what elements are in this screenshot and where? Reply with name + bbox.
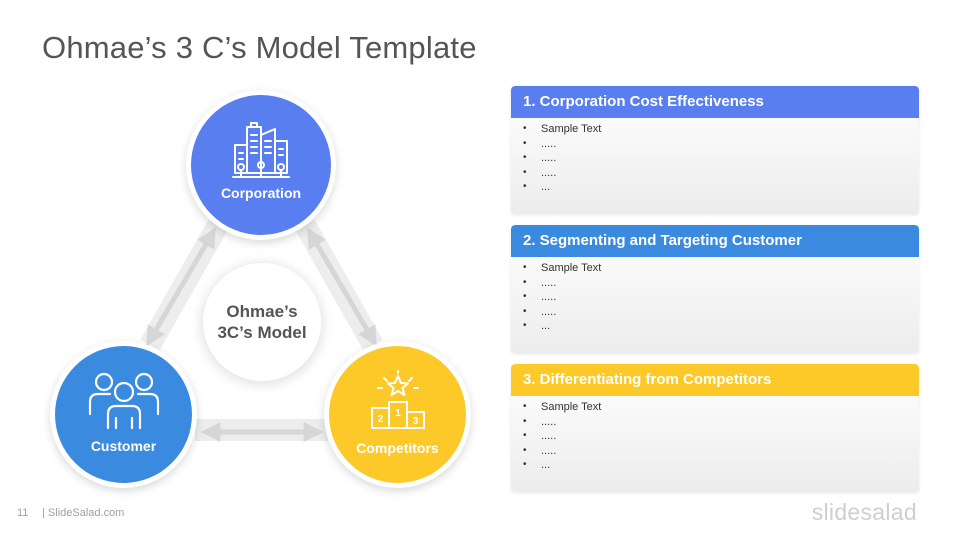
panel-heading: 3. Differentiating from Competitors bbox=[511, 364, 919, 396]
people-group-icon bbox=[88, 372, 159, 430]
buildings-icon bbox=[232, 122, 290, 178]
bullet-item: ... bbox=[523, 180, 919, 195]
node-label: Customer bbox=[90, 438, 157, 454]
panel-bullets: Sample Text ..... ..... ..... ... bbox=[511, 261, 919, 334]
bullet-item: ..... bbox=[523, 444, 919, 459]
panel-heading: 2. Segmenting and Targeting Customer bbox=[511, 225, 919, 257]
bullet-item: ..... bbox=[523, 166, 919, 181]
bullet-item: ..... bbox=[523, 290, 919, 305]
arrow-corporation-customer bbox=[146, 227, 216, 347]
bullet-item: ..... bbox=[523, 137, 919, 152]
bullet-item: ... bbox=[523, 319, 919, 334]
bullet-item: ..... bbox=[523, 429, 919, 444]
svg-text:2: 2 bbox=[377, 414, 383, 425]
center-label: Ohmae’s 3C’s Model bbox=[217, 302, 307, 342]
panel-customer: 2. Segmenting and Targeting Customer Sam… bbox=[511, 225, 919, 353]
footer-site-link[interactable]: | SlideSalad.com bbox=[42, 507, 125, 519]
svg-text:3: 3 bbox=[412, 416, 418, 427]
page-number: 11 bbox=[17, 507, 29, 519]
panel-heading: 1. Corporation Cost Effectiveness bbox=[511, 86, 919, 118]
node-label: Competitors bbox=[356, 440, 439, 456]
bullet-item: ..... bbox=[523, 276, 919, 291]
slide-title: Ohmae’s 3 C’s Model Template bbox=[42, 30, 477, 65]
bullet-item: Sample Text bbox=[523, 122, 919, 137]
node-label: Corporation bbox=[220, 185, 302, 201]
connector-arrows bbox=[140, 219, 383, 442]
svg-text:1: 1 bbox=[395, 408, 401, 419]
three-c-diagram: Corporation Customer 1 2 3 Competit bbox=[55, 95, 466, 483]
bullet-item: Sample Text bbox=[523, 261, 919, 276]
panel-bullets: Sample Text ..... ..... ..... ... bbox=[511, 122, 919, 195]
bullet-item: ..... bbox=[523, 305, 919, 320]
node-customer[interactable]: Customer bbox=[55, 346, 192, 483]
bullet-item: ..... bbox=[523, 151, 919, 166]
bullet-item: ... bbox=[523, 458, 919, 473]
center-model-circle: Ohmae’s 3C’s Model bbox=[203, 263, 321, 381]
panel-corporation: 1. Corporation Cost Effectiveness Sample… bbox=[511, 86, 919, 214]
node-competitors[interactable]: 1 2 3 Competitors bbox=[329, 346, 466, 483]
panel-competitors: 3. Differentiating from Competitors Samp… bbox=[511, 364, 919, 492]
panel-bullets: Sample Text ..... ..... ..... ... bbox=[511, 400, 919, 473]
bullet-item: Sample Text bbox=[523, 400, 919, 415]
arrow-corporation-competitors bbox=[307, 227, 377, 347]
bullet-item: ..... bbox=[523, 415, 919, 430]
brand-logo: slidesalad bbox=[811, 499, 917, 525]
podium-star-icon: 1 2 3 bbox=[370, 370, 425, 429]
node-corporation[interactable]: Corporation bbox=[191, 95, 331, 235]
